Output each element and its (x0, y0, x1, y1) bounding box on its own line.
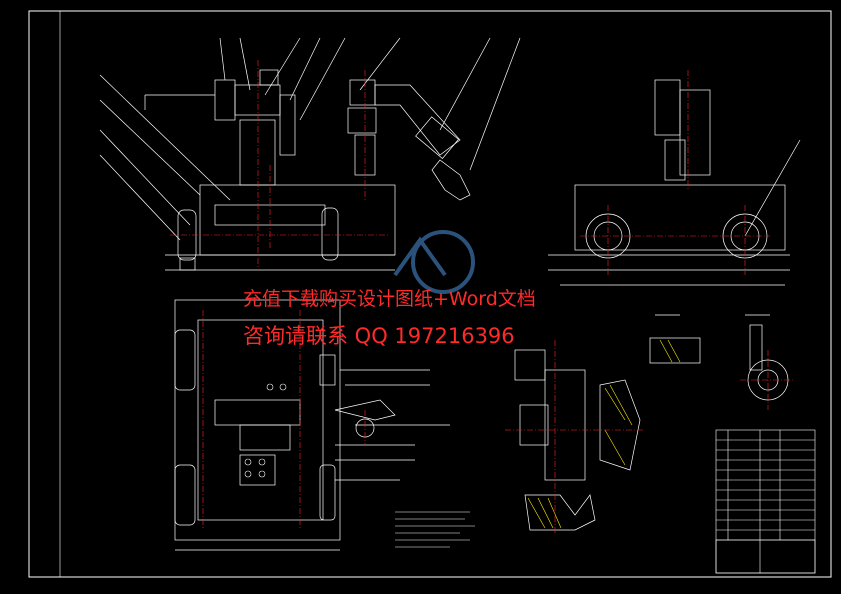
technical-notes (395, 511, 475, 548)
watermark-logo (393, 230, 475, 294)
main-assembly-centerlines (170, 60, 390, 270)
title-block (715, 429, 816, 574)
detail-views (649, 314, 789, 401)
side-view (548, 79, 801, 286)
detail-centerlines (740, 350, 795, 410)
section-view (514, 349, 641, 531)
plan-view-bolts (244, 383, 287, 478)
plan-view-centerlines (202, 310, 366, 530)
main-assembly-view (99, 37, 521, 271)
drawing-frame (28, 10, 832, 578)
plan-view (174, 299, 450, 551)
watermark-text-line2: 咨询请联系 QQ 197216396 (243, 324, 515, 348)
watermark-text-line1: 充值下载购买设计图纸+Word文档 (243, 288, 536, 310)
side-view-centerlines (580, 70, 770, 275)
section-view-hatch (527, 339, 681, 529)
section-view-centerlines (505, 340, 645, 535)
